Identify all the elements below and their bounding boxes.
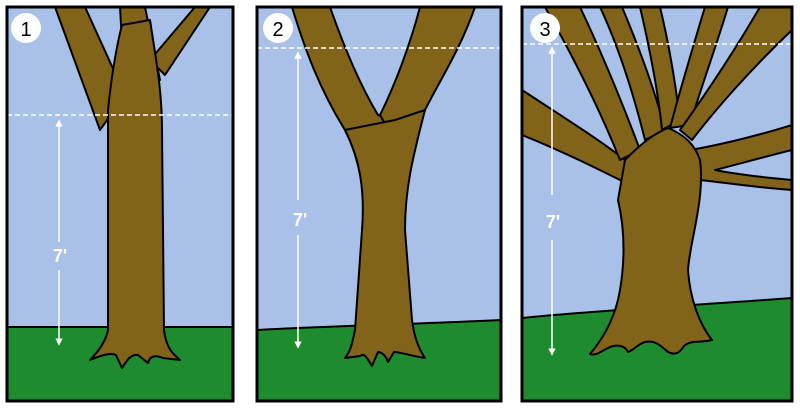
- panel-number-badge: [530, 13, 560, 43]
- panel-number: 1: [20, 19, 31, 41]
- panel-number-badge: [263, 13, 293, 43]
- tree: [291, 7, 476, 367]
- tree: [54, 7, 211, 369]
- panel-frame: [5, 5, 235, 403]
- panel-1: 7' 1: [5, 5, 235, 403]
- height-label: 7': [53, 246, 67, 266]
- panel-3: 7' 3: [520, 5, 794, 403]
- panel-number-badge: [11, 13, 41, 43]
- tree: [522, 7, 792, 356]
- panel-2: 7' 2: [255, 5, 503, 403]
- height-label: 7': [546, 212, 560, 232]
- panel-number: 3: [539, 19, 550, 41]
- height-label: 7': [293, 210, 307, 230]
- panel-number: 2: [272, 19, 283, 41]
- panel-frame: [255, 5, 503, 403]
- panel-frame: [520, 5, 794, 403]
